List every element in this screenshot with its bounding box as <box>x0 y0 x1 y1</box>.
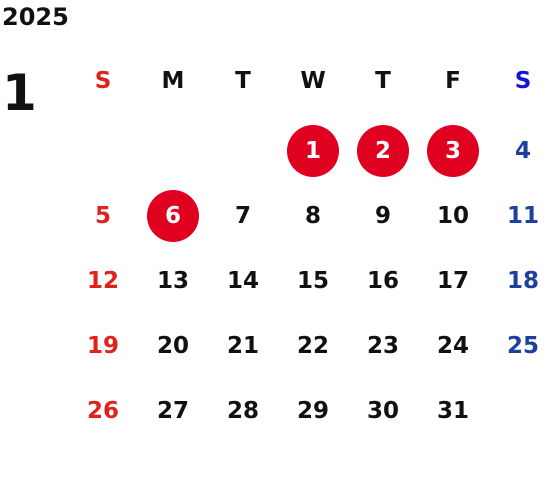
date-cell[interactable]: 27 <box>156 398 189 424</box>
date-cell[interactable]: 17 <box>436 268 469 294</box>
weekday-header-tuesday: T <box>235 68 251 94</box>
date-cell[interactable]: 5 <box>94 203 111 229</box>
date-cell[interactable]: 22 <box>296 333 329 359</box>
date-cell[interactable]: 11 <box>506 203 539 229</box>
holiday-date-cell[interactable]: 2 <box>357 125 409 177</box>
date-cell[interactable]: 10 <box>436 203 469 229</box>
date-cell[interactable]: 25 <box>506 333 539 359</box>
date-cell[interactable]: 13 <box>156 268 189 294</box>
date-cell[interactable]: 15 <box>296 268 329 294</box>
date-cell[interactable]: 18 <box>506 268 539 294</box>
weekday-header-saturday: S <box>514 68 532 94</box>
weekday-header-friday: F <box>445 68 461 94</box>
weekday-header-thursday: T <box>375 68 391 94</box>
date-cell[interactable]: 21 <box>226 333 259 359</box>
date-cell[interactable]: 9 <box>374 203 391 229</box>
weekday-header-wednesday: W <box>300 68 326 94</box>
date-cell[interactable]: 26 <box>86 398 119 424</box>
holiday-date-cell[interactable]: 6 <box>147 190 199 242</box>
date-cell[interactable]: 30 <box>366 398 399 424</box>
weekday-header-monday: M <box>161 68 185 94</box>
holiday-date-cell[interactable]: 1 <box>287 125 339 177</box>
date-cell[interactable]: 8 <box>304 203 321 229</box>
date-cell[interactable]: 14 <box>226 268 259 294</box>
date-cell[interactable]: 23 <box>366 333 399 359</box>
month-label: 1 <box>2 64 37 122</box>
date-cell[interactable]: 12 <box>86 268 119 294</box>
holiday-date-cell[interactable]: 3 <box>427 125 479 177</box>
date-cell[interactable]: 4 <box>514 138 531 164</box>
date-cell[interactable]: 31 <box>436 398 469 424</box>
year-label: 2025 <box>2 3 69 31</box>
date-cell[interactable]: 20 <box>156 333 189 359</box>
date-cell[interactable]: 7 <box>234 203 251 229</box>
date-cell[interactable]: 29 <box>296 398 329 424</box>
date-cell[interactable]: 19 <box>86 333 119 359</box>
date-cell[interactable]: 16 <box>366 268 399 294</box>
weekday-header-sunday: S <box>94 68 112 94</box>
date-cell[interactable]: 24 <box>436 333 469 359</box>
date-cell[interactable]: 28 <box>226 398 259 424</box>
